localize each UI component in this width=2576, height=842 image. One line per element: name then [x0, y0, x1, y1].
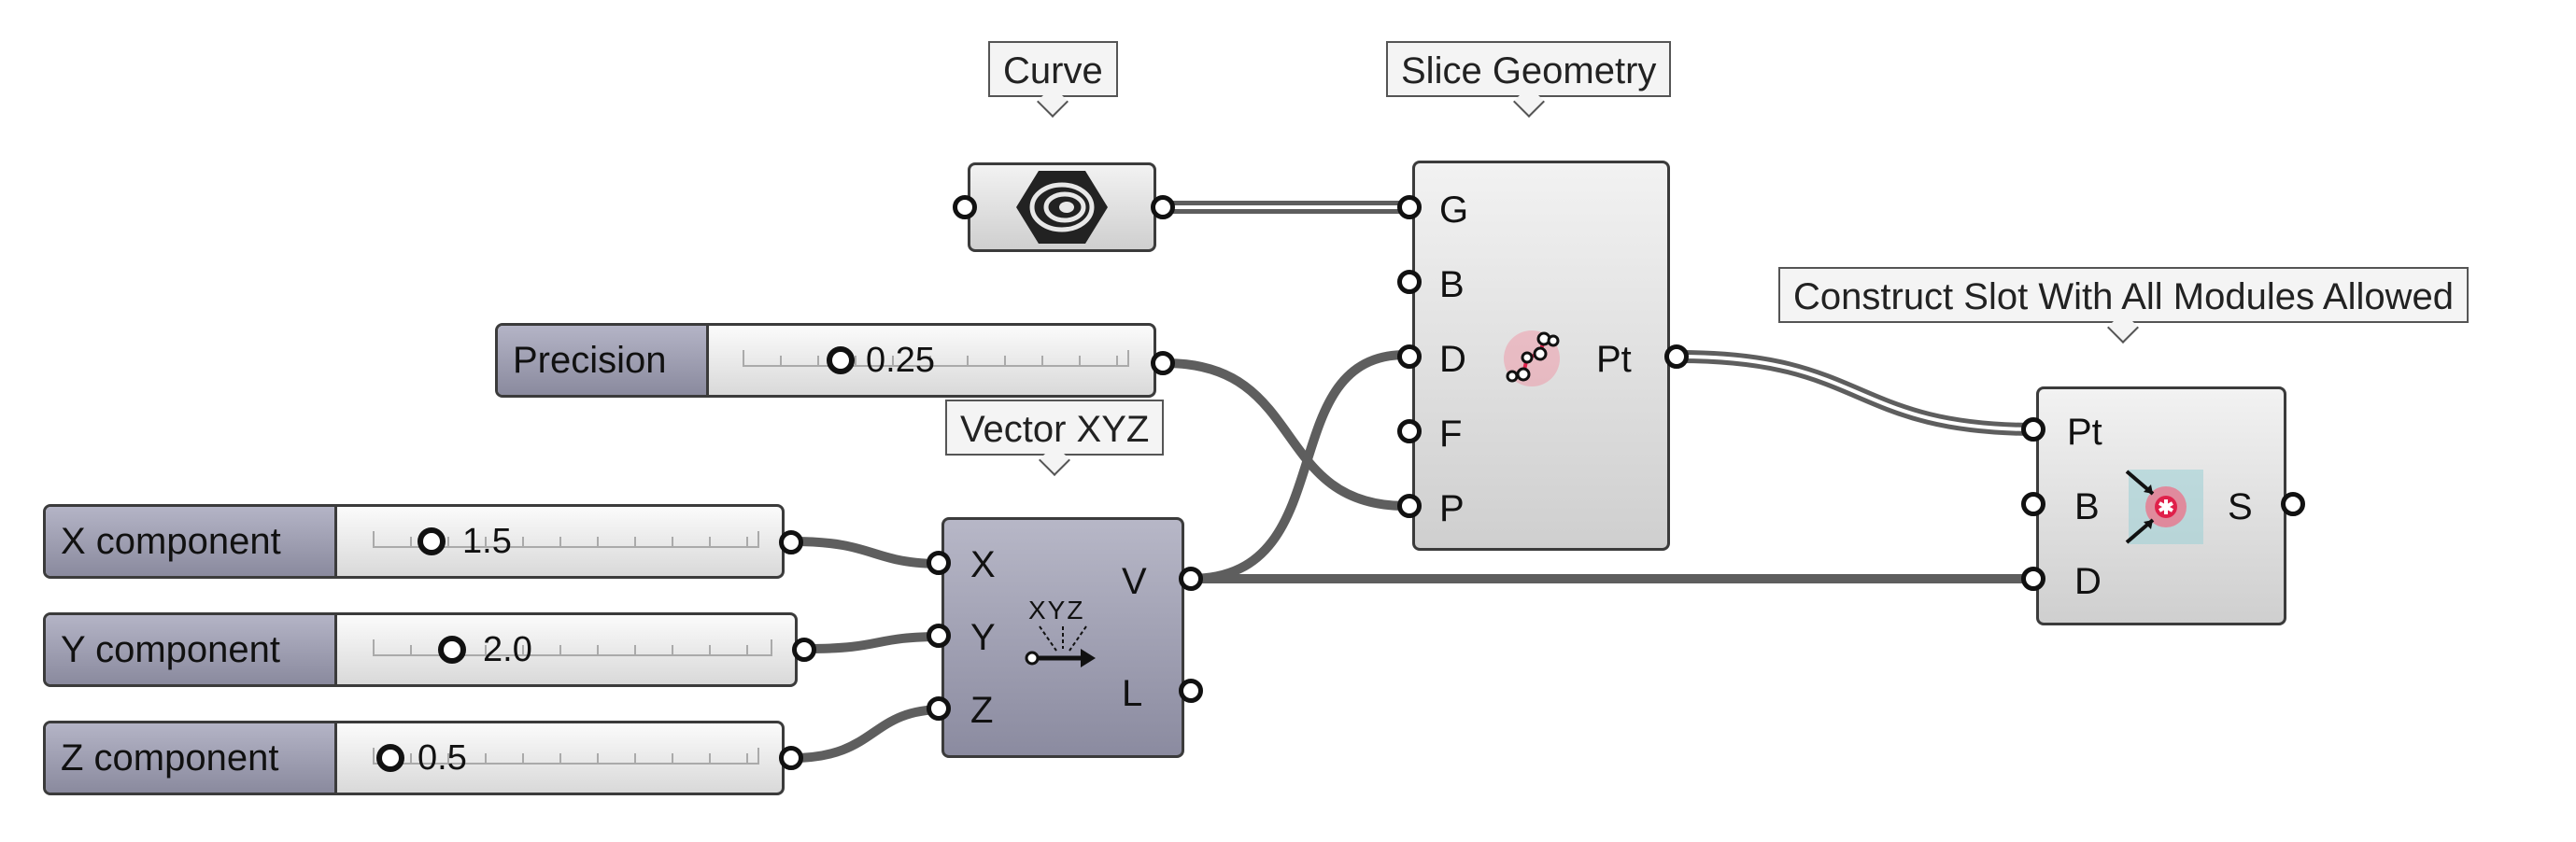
- callout-vector-xyz: Vector XYZ: [945, 400, 1165, 456]
- construct-port-d[interactable]: [2021, 567, 2045, 591]
- callout-vector-text: Vector XYZ: [960, 409, 1150, 450]
- vector-input-label-z: Z: [970, 690, 994, 731]
- vector-port-y[interactable]: [927, 624, 951, 648]
- slider-precision-track[interactable]: [743, 350, 1129, 367]
- slider-z-track[interactable]: [373, 748, 759, 765]
- slice-port-b[interactable]: [1397, 270, 1422, 294]
- slice-port-pt[interactable]: [1664, 344, 1689, 369]
- slider-z-output-port[interactable]: [779, 746, 803, 770]
- slider-y-output-port[interactable]: [792, 638, 816, 662]
- curve-spiral-hex-icon: [1016, 171, 1108, 244]
- vector-xyz-component[interactable]: X Y Z V L XYZ: [941, 517, 1184, 758]
- wire-pt-to-pt-inner: [1677, 355, 2038, 431]
- slot-construct-icon: [2125, 470, 2203, 544]
- vector-output-label-l: L: [1122, 673, 1143, 714]
- construct-port-pt[interactable]: [2021, 417, 2045, 442]
- slider-y-name: Y component: [46, 615, 337, 684]
- vector-icon-text: XYZ: [1028, 596, 1085, 624]
- wire-x-slider-to-x[interactable]: [787, 537, 948, 568]
- construct-slot-component[interactable]: Pt B D S: [2036, 386, 2286, 625]
- callout-curve: Curve: [988, 41, 1118, 97]
- slice-input-label-b: B: [1439, 264, 1465, 305]
- slider-precision-name: Precision: [498, 326, 709, 395]
- slice-input-label-f: F: [1439, 414, 1463, 455]
- slider-precision-value: 0.25: [866, 341, 935, 380]
- slice-output-label-pt: Pt: [1596, 339, 1632, 380]
- vector-port-l[interactable]: [1179, 679, 1203, 703]
- slider-x-value: 1.5: [462, 522, 512, 561]
- curve-parameter[interactable]: [968, 162, 1156, 252]
- slider-z-component[interactable]: Z component 0.5: [43, 721, 785, 795]
- callout-slice-geometry: Slice Geometry: [1386, 41, 1672, 97]
- slider-y-knob[interactable]: [438, 636, 466, 664]
- vector-output-label-v: V: [1122, 561, 1147, 602]
- construct-port-b[interactable]: [2021, 492, 2045, 516]
- curve-output-port[interactable]: [1151, 195, 1175, 219]
- slider-x-knob[interactable]: [418, 527, 446, 555]
- slider-x-component[interactable]: X component 1.5: [43, 504, 785, 579]
- slice-input-label-g: G: [1439, 189, 1469, 231]
- slider-y-value: 2.0: [483, 630, 532, 669]
- slider-x-track[interactable]: [373, 531, 759, 548]
- slice-port-f[interactable]: [1397, 419, 1422, 443]
- wire-z-slider-to-z[interactable]: [787, 705, 948, 763]
- construct-output-label-s: S: [2228, 486, 2253, 527]
- slice-input-label-d: D: [1439, 339, 1466, 380]
- construct-input-label-pt: Pt: [2067, 412, 2102, 453]
- slider-y-track[interactable]: [373, 639, 772, 656]
- wire-v-to-slice-d[interactable]: [1186, 350, 1410, 583]
- slider-precision[interactable]: Precision 0.25: [495, 323, 1156, 398]
- slice-input-label-p: P: [1439, 488, 1465, 529]
- slider-y-component[interactable]: Y component 2.0: [43, 612, 798, 687]
- callout-slice-text: Slice Geometry: [1401, 50, 1657, 91]
- construct-input-label-b: B: [2074, 486, 2100, 527]
- slider-precision-knob[interactable]: [827, 346, 855, 374]
- slice-points-icon: [1504, 330, 1560, 386]
- vector-input-label-x: X: [970, 544, 996, 585]
- slider-z-name: Z component: [46, 723, 337, 793]
- wire-precision-to-p[interactable]: [1161, 358, 1410, 511]
- vector-port-x[interactable]: [927, 551, 951, 575]
- slider-precision-output-port[interactable]: [1151, 351, 1175, 375]
- wire-y-slider-to-y[interactable]: [800, 632, 948, 653]
- slider-z-knob[interactable]: [376, 744, 404, 772]
- slider-x-name: X component: [46, 507, 337, 576]
- vector-port-v[interactable]: [1179, 567, 1203, 591]
- curve-input-port[interactable]: [953, 195, 977, 219]
- construct-input-label-d: D: [2074, 561, 2102, 602]
- slider-x-output-port[interactable]: [779, 530, 803, 554]
- slider-z-value: 0.5: [418, 738, 467, 778]
- slice-port-p[interactable]: [1397, 494, 1422, 518]
- slice-geometry-component[interactable]: G B D F P Pt: [1412, 161, 1670, 551]
- vector-port-z[interactable]: [927, 696, 951, 721]
- callout-construct-text: Construct Slot With All Modules Allowed: [1793, 276, 2454, 317]
- slice-port-g[interactable]: [1397, 195, 1422, 219]
- vector-input-label-y: Y: [970, 617, 996, 658]
- callout-curve-text: Curve: [1003, 50, 1103, 91]
- slice-port-d[interactable]: [1397, 344, 1422, 369]
- vector-arrow-icon: [1025, 625, 1096, 667]
- callout-construct-slot: Construct Slot With All Modules Allowed: [1778, 267, 2469, 323]
- vector-xyz-icon: XYZ: [1021, 596, 1105, 681]
- construct-port-s[interactable]: [2281, 492, 2305, 516]
